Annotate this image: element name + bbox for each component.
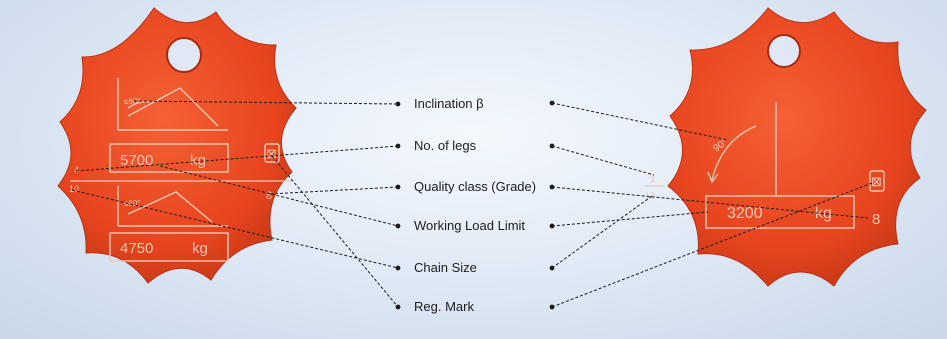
leader-inclination-left [133,100,399,105]
leader-dots [395,100,555,310]
left-reg-mark: ⊠ [266,146,277,161]
leader-legs-left [75,145,399,172]
left-upper-angle-text: ≤60° [124,97,141,106]
left-legs-mark: 4 [74,165,79,175]
left-lower-angle-text: ≤60° [124,199,141,208]
label-chain-size: Chain Size [414,260,477,275]
left-lower-angle-symbol [117,186,228,227]
left-tag: ≤60° 5700 kg ⊠ 4 10 8 ≤60° 4750 kg [57,7,297,284]
right-reg-mark-box [869,170,885,192]
right-tag-body [667,7,927,287]
right-chain-size: 10 [645,191,655,201]
leader-reg-left [271,155,399,308]
right-legs-mark: 1 [650,174,656,185]
leader-reg-right [551,182,873,308]
label-reg-mark: Reg. Mark [414,299,474,314]
left-wll-lower-value: 4750 [120,240,153,257]
left-wll-upper-unit: kg [190,152,206,169]
left-chain-size: 10 [69,184,79,194]
label-inclination: Inclination β [414,96,484,111]
left-wll-upper-value: 5700 [120,152,153,169]
right-tag-hole [767,34,801,68]
right-wll-box [705,195,855,229]
left-reg-mark-box [264,143,280,163]
label-wll: Working Load Limit [414,218,526,233]
left-wll-lower-box [109,232,229,262]
label-quality: Quality class (Grade) [414,179,537,194]
leader-chain-left [71,189,399,269]
leader-chain-right [551,195,653,269]
leader-wll-left [159,165,399,227]
right-tag: 90° 1 10 3200 kg ⊠ 8 [645,7,927,287]
leader-quality-right [551,186,869,219]
leader-lines [71,100,873,308]
right-wll-value: 3200 [727,205,763,222]
right-angle-symbol [707,102,777,196]
right-grade: 8 [872,211,880,228]
left-upper-angle-symbol [117,78,228,131]
left-grade: 8 [266,190,272,202]
left-tag-hole [166,37,202,73]
left-wll-lower-unit: kg [192,240,208,257]
left-wll-upper-box [109,143,229,173]
label-legs: No. of legs [414,138,477,153]
right-reg-mark: ⊠ [871,174,882,189]
leader-wll-right [551,211,709,227]
leader-quality-left [269,186,399,195]
leader-legs-right [551,145,655,176]
